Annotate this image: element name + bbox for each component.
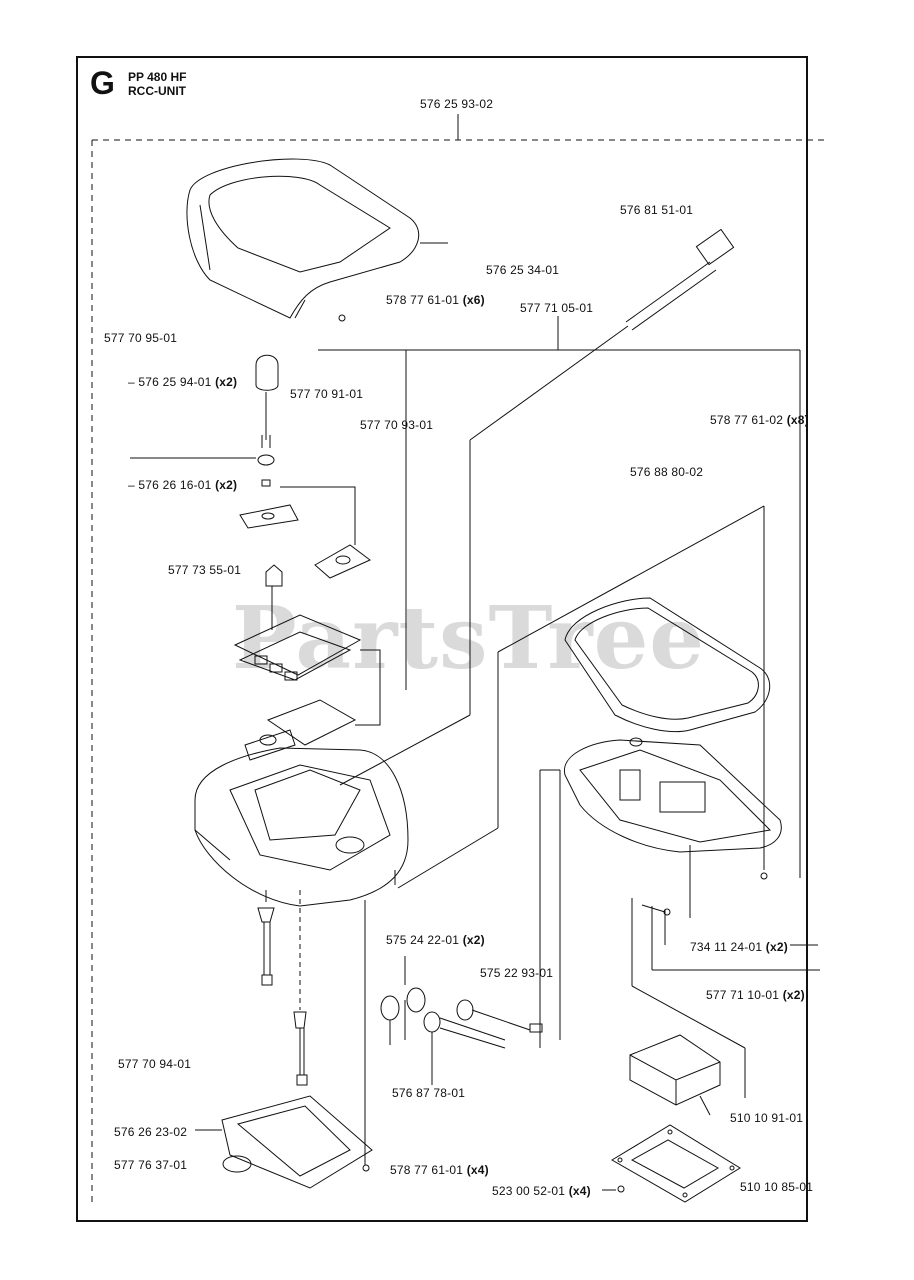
- part-label: 577 70 91-01: [290, 387, 364, 401]
- part-label: 576 25 34-01: [486, 263, 560, 277]
- part-label: 523 00 52-01 (x4): [492, 1184, 591, 1198]
- part-label: 575 22 93-01: [480, 966, 554, 980]
- part-label: 576 81 51-01: [620, 203, 694, 217]
- assembly-title: RCC-UNIT: [128, 84, 186, 98]
- gasket-plate-part: [611, 1124, 741, 1203]
- side-bracket: [539, 769, 820, 1098]
- main-body-part: [194, 505, 765, 907]
- model-title: PP 480 HF: [128, 70, 187, 84]
- part-label: 575 24 22-01 (x2): [386, 933, 485, 947]
- pin-part: [641, 904, 671, 916]
- gasket-part: [564, 506, 770, 870]
- bushing-part: [380, 956, 426, 1045]
- part-label: 510 10 85-01: [740, 1180, 814, 1194]
- cover-plate-part: [239, 486, 371, 579]
- cable-part: [339, 228, 735, 786]
- part-label: 578 77 61-01 (x4): [390, 1163, 489, 1177]
- part-label: 576 26 23-02: [114, 1125, 188, 1139]
- part-label: 510 10 91-01: [730, 1111, 804, 1125]
- part-label: 577 71 10-01 (x2): [706, 988, 805, 1002]
- screw-icon: [362, 1164, 370, 1172]
- bolt-part: [423, 999, 543, 1085]
- part-label: 578 77 61-02 (x8): [710, 413, 809, 427]
- diagram-frame: [76, 56, 808, 1222]
- connector-part: [265, 564, 283, 630]
- part-label: – 576 26 16-01 (x2): [128, 478, 238, 492]
- screw-icon: [338, 314, 346, 322]
- part-label: – 576 25 94-01 (x2): [128, 375, 238, 389]
- part-label: 577 70 95-01: [104, 331, 178, 345]
- module-box-part: [629, 1034, 721, 1116]
- assembly-bracket: [91, 139, 828, 1206]
- display-panel-part: [233, 614, 381, 761]
- part-label: 578 77 61-01 (x6): [386, 293, 485, 307]
- part-label: 576 87 78-01: [392, 1086, 466, 1100]
- pad-part: [222, 1155, 252, 1173]
- part-label: 576 25 93-02: [420, 97, 494, 111]
- screw-icon: [617, 1185, 625, 1193]
- group-bracket: [318, 316, 801, 878]
- top-handle-part: [186, 158, 448, 319]
- screw-icon: [760, 872, 768, 880]
- base-plate-part: [195, 900, 373, 1189]
- watermark: PartsTree: [232, 588, 706, 689]
- bottom-housing-part: [564, 737, 782, 853]
- part-label: 577 71 05-01: [520, 301, 594, 315]
- part-label: 576 88 80-02: [630, 465, 704, 479]
- part-label: 577 73 55-01: [168, 563, 242, 577]
- wire-harness-part: [257, 890, 308, 1086]
- knob-part: [130, 354, 279, 487]
- part-label: 577 70 93-01: [360, 418, 434, 432]
- part-label: 734 11 24-01 (x2): [690, 940, 788, 954]
- part-label: 577 76 37-01: [114, 1158, 188, 1172]
- part-label: 577 70 94-01: [118, 1057, 192, 1071]
- section-letter: G: [90, 65, 115, 101]
